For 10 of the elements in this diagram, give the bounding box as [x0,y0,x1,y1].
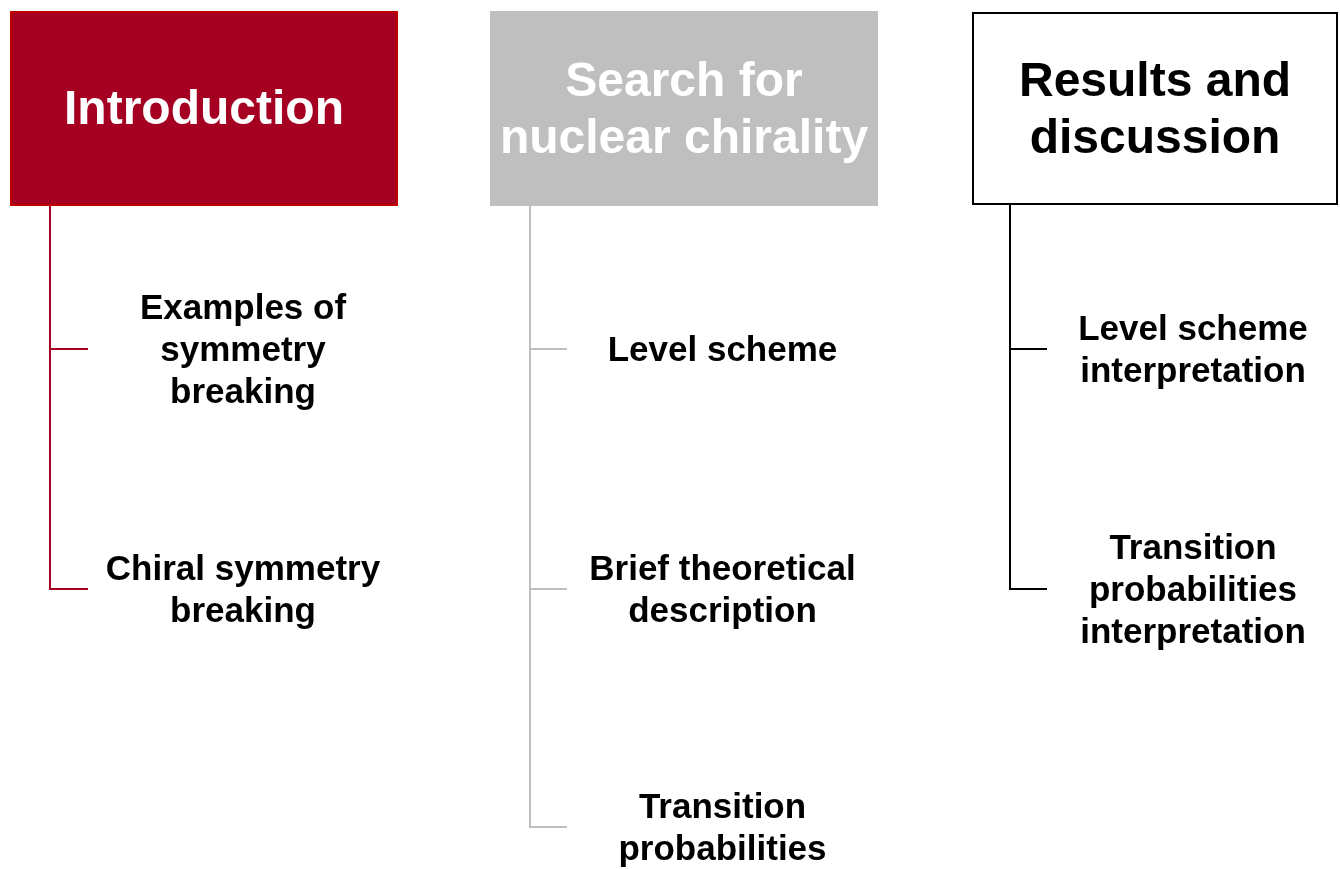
topic-label: Transition probabilities [567,786,878,868]
section-header-box: Introduction [10,11,398,206]
section-header-box: Results and discussion [972,12,1338,205]
topic-label: Level scheme [567,319,878,379]
topic-label: Chiral symmetry breaking [88,529,398,649]
topic-label: Brief theoretical description [567,529,878,649]
section-header-box: Search for nuclear chirality [490,11,878,206]
topic-label: Transition probabilities interpretation [1047,524,1339,654]
topic-label: Level scheme interpretation [1047,304,1339,394]
topic-label: Examples of symmetry breaking [88,289,398,409]
